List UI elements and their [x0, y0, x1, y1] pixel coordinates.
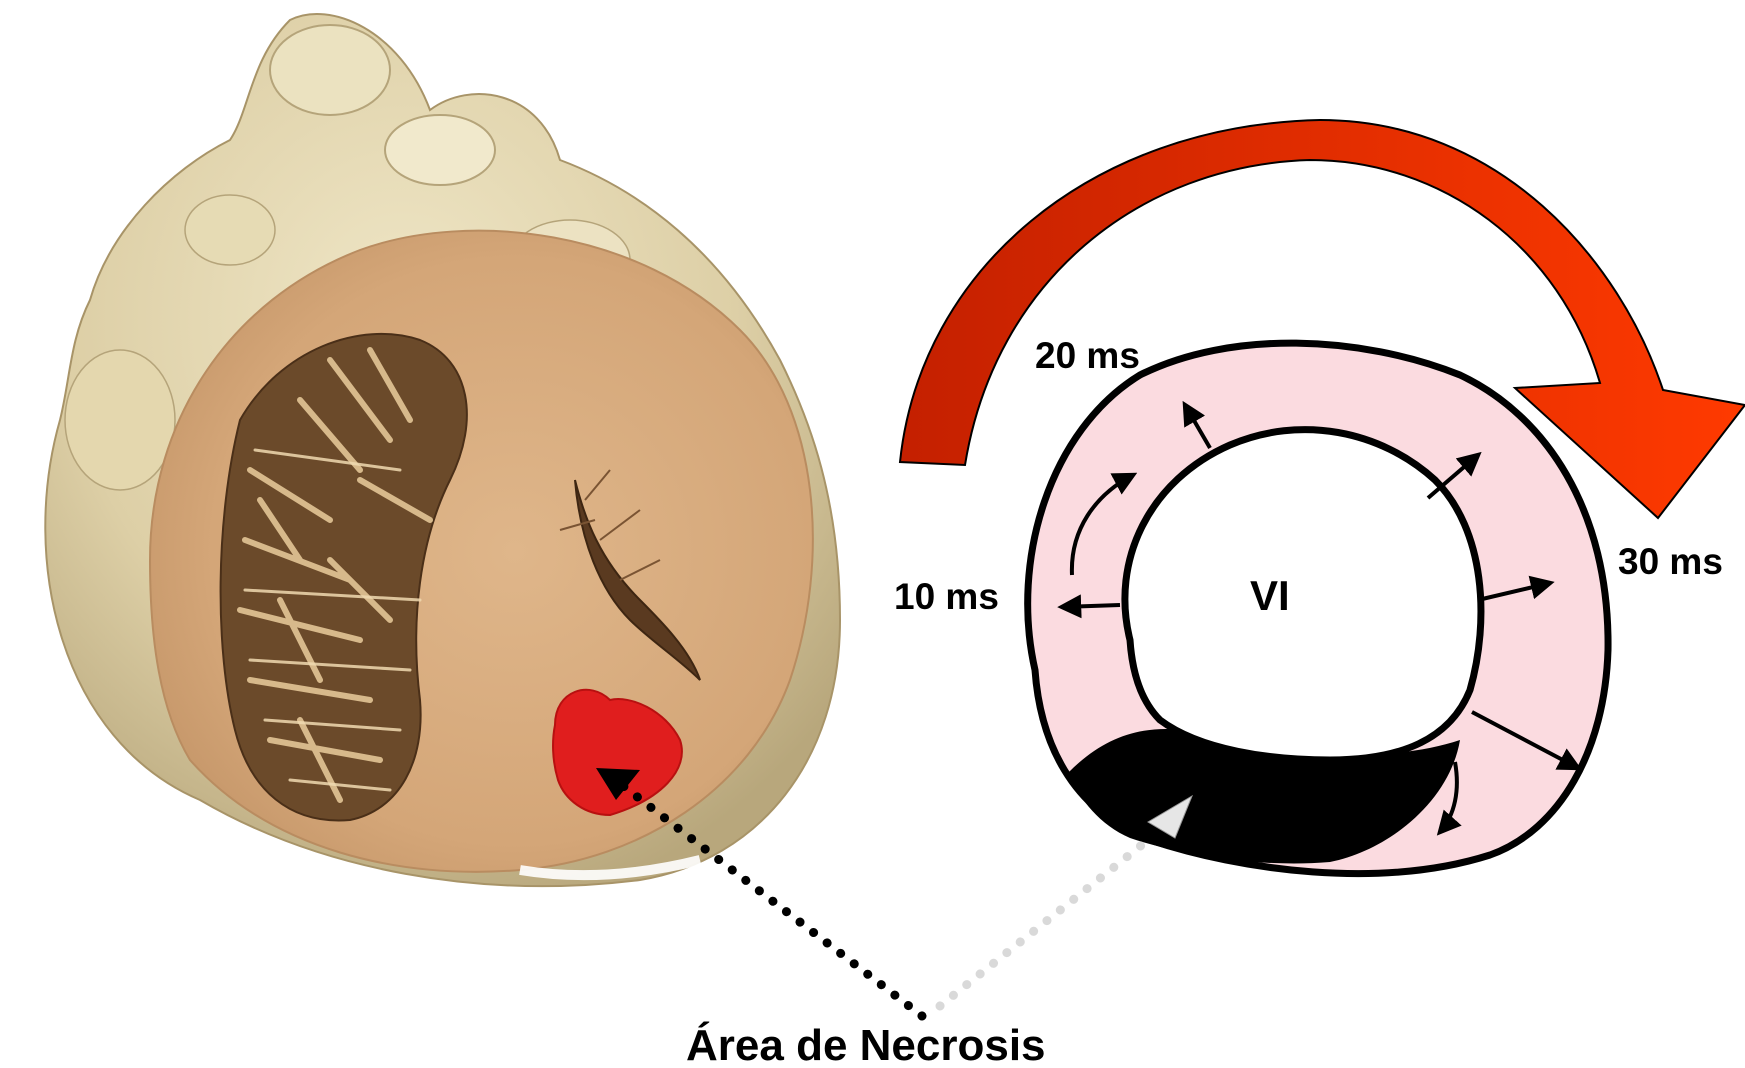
pointer-dotted-dark [618, 782, 922, 1016]
great-vessel-lump [385, 115, 495, 185]
label-ventricle: VI [1250, 572, 1290, 619]
ventricle-diagram [900, 120, 1745, 874]
great-vessel-lump [185, 195, 275, 265]
heart-photo [45, 14, 840, 886]
label-20ms: 20 ms [1035, 335, 1140, 376]
label-30ms: 30 ms [1618, 541, 1723, 582]
label-necrosis: Área de Necrosis [686, 1020, 1046, 1068]
great-vessel-lump [270, 25, 390, 115]
label-10ms: 10 ms [894, 576, 999, 617]
ventricle-cavity [1125, 430, 1481, 760]
great-vessel-lump [65, 350, 175, 490]
pointer-dotted-light [940, 840, 1148, 1006]
arrow-10ms-outward [1062, 605, 1120, 607]
